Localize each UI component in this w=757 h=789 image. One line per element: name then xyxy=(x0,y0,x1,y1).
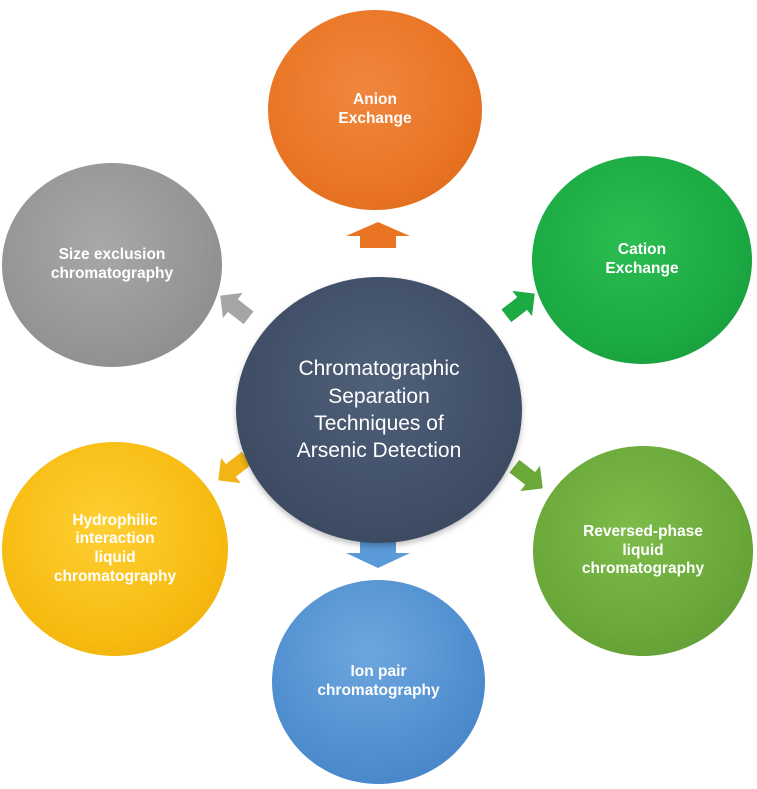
node-label: Cation Exchange xyxy=(605,241,679,277)
node-ion-pair: Ion pair chromatography xyxy=(272,580,485,784)
arrow-to-reversed-phase xyxy=(509,459,543,492)
node-anion-exchange: Anion Exchange xyxy=(268,10,482,210)
node-size-exclusion: Size exclusion chromatography xyxy=(2,163,222,367)
node-cation-exchange: Cation Exchange xyxy=(532,156,752,364)
node-label: Size exclusion chromatography xyxy=(50,246,174,282)
node-hydrophilic-interaction: Hydrophilic interaction liquid chromatog… xyxy=(2,442,228,656)
node-reversed-phase: Reversed-phase liquid chromatography xyxy=(533,446,753,656)
arrow-to-hydrophilic xyxy=(218,451,252,484)
arrow-to-ion-pair xyxy=(346,540,410,568)
node-label: Anion Exchange xyxy=(338,91,412,127)
center-label: Chromatographic Separation Techniques of… xyxy=(296,357,462,463)
node-label: Reversed-phase liquid chromatography xyxy=(581,523,705,578)
arrow-to-anion xyxy=(346,222,410,248)
arrow-to-cation xyxy=(501,290,535,323)
arrow-to-size-exclusion xyxy=(220,292,254,325)
node-label: Hydrophilic interaction liquid chromatog… xyxy=(53,511,177,585)
node-label: Ion pair chromatography xyxy=(317,663,440,699)
center-node: Chromatographic Separation Techniques of… xyxy=(236,277,522,543)
